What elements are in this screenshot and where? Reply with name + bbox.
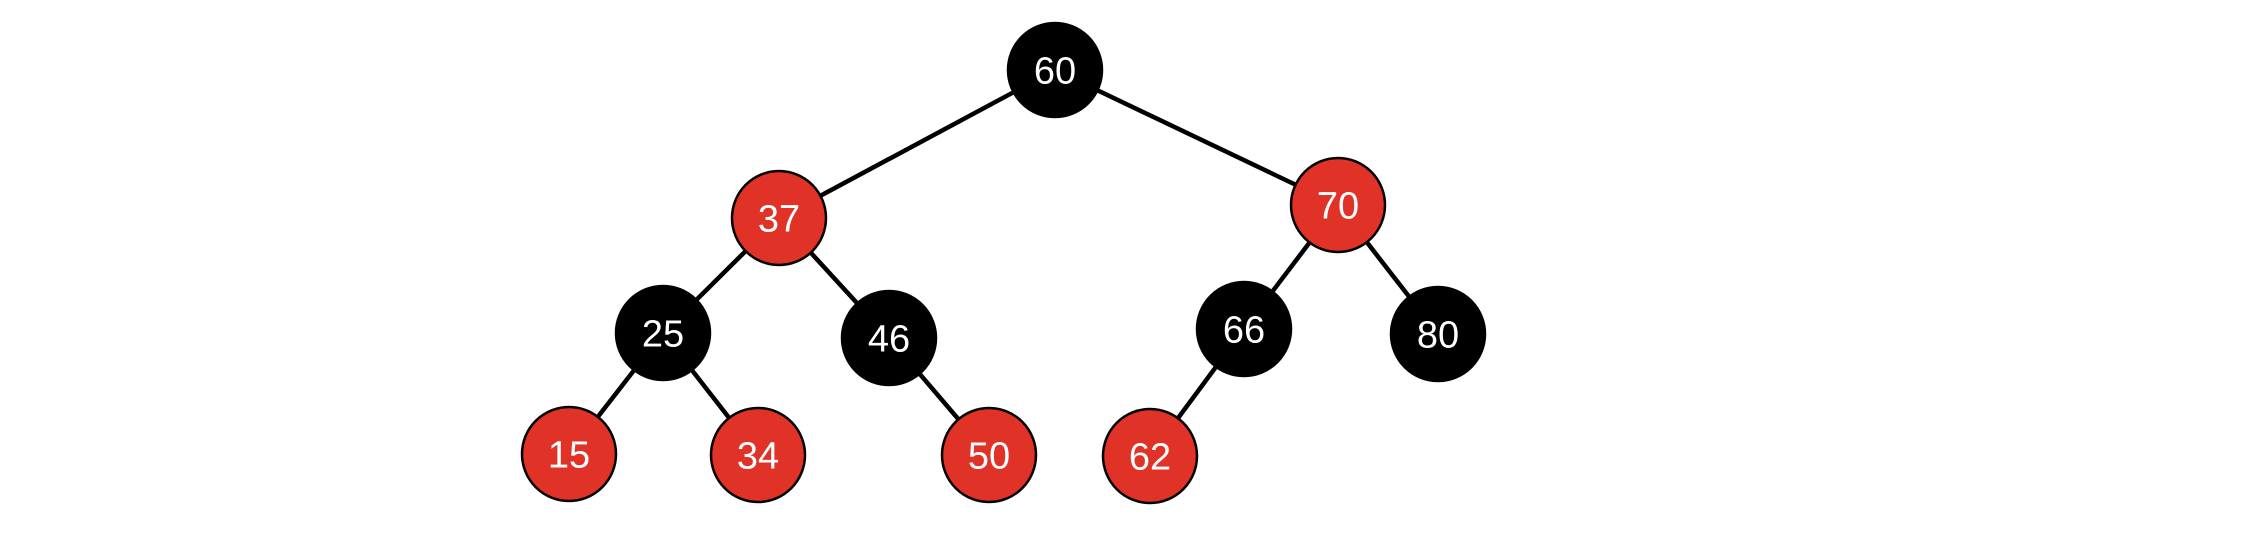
node-circle-red	[940, 406, 1038, 504]
node-circle-black	[614, 284, 712, 382]
node-value-label: 37	[758, 198, 800, 240]
node-circle-black	[1006, 21, 1104, 119]
node-circle-black	[1195, 280, 1293, 378]
tree-node-37: 37	[730, 169, 828, 267]
tree-node-80: 80	[1389, 285, 1487, 383]
node-value-label: 15	[548, 434, 590, 476]
node-value-label: 80	[1417, 314, 1459, 356]
node-circle-red	[1101, 407, 1199, 505]
node-value-label: 60	[1034, 50, 1076, 92]
tree-edge-60-37	[777, 68, 1057, 220]
node-circle-red	[1289, 156, 1387, 254]
tree-node-66: 66	[1195, 280, 1293, 378]
node-circle-red	[520, 405, 618, 503]
tree-node-46: 46	[840, 289, 938, 387]
node-value-label: 62	[1129, 436, 1171, 478]
node-circle-red	[709, 406, 807, 504]
node-value-label: 50	[968, 435, 1010, 477]
tree-node-62: 62	[1101, 407, 1199, 505]
tree-node-60: 60	[1006, 21, 1104, 119]
node-value-label: 46	[868, 318, 910, 360]
node-value-label: 34	[737, 435, 779, 477]
tree-edges	[567, 67, 1440, 458]
node-value-label: 70	[1317, 185, 1359, 227]
node-circle-red	[730, 169, 828, 267]
tree-nodes: 60 37 70 25 46 66 80 15 34 50 62	[520, 21, 1487, 505]
node-value-label: 66	[1223, 309, 1265, 351]
tree-node-50: 50	[940, 406, 1038, 504]
tree-node-34: 34	[709, 406, 807, 504]
tree-node-15: 15	[520, 405, 618, 503]
node-circle-black	[840, 289, 938, 387]
node-circle-black	[1389, 285, 1487, 383]
tree-node-25: 25	[614, 284, 712, 382]
node-value-label: 25	[642, 313, 684, 355]
tree-node-70: 70	[1289, 156, 1387, 254]
tree-edge-60-70	[1054, 67, 1339, 208]
